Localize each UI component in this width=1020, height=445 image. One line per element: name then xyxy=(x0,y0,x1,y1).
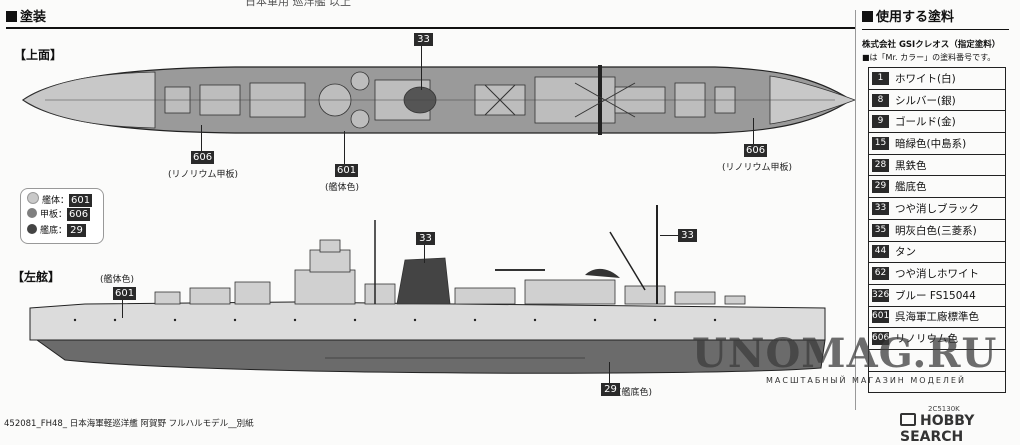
paint-row: 1 ホワイト(白) xyxy=(869,68,1005,90)
port-side-label: 【左舷】 xyxy=(12,270,61,284)
paint-name: 暗緑色(中島系) xyxy=(895,137,967,150)
paint-name: 艦底色 xyxy=(895,181,927,194)
paint-name: 明灰白色(三菱系) xyxy=(895,224,977,237)
paint-name: 黒鉄色 xyxy=(895,159,927,172)
paint-number: 44 xyxy=(872,245,889,259)
side-hull-bottom xyxy=(35,339,826,374)
paint-name: シルバー(銀) xyxy=(895,94,956,107)
callout-606-left: 606 xyxy=(191,151,215,164)
callout-601-side: 601 xyxy=(113,287,137,300)
leader-33-mast xyxy=(660,235,678,236)
watermark-subtitle: МАСШТАБНЫЙ МАГАЗИН МОДЕЛЕЙ xyxy=(766,376,966,385)
caption-hull-side: (艦体色) xyxy=(100,275,135,285)
top-view-ship-drawing xyxy=(21,65,857,135)
paint-name: タン xyxy=(895,246,916,259)
paint-name: ホワイト(白) xyxy=(895,72,956,85)
caption-606-left: (リノリウム甲板) xyxy=(168,170,239,180)
paint-number: 62 xyxy=(872,267,889,281)
caption-29-side: (艦底色) xyxy=(618,388,653,398)
paint-table: 1 ホワイト(白) 8 シルバー(銀) 9 ゴールド(金) 15 暗緑色(中島系) 28… xyxy=(868,67,1006,394)
paint-number: 601 xyxy=(872,310,890,324)
paint-name: 呉海軍工廠標準色 xyxy=(895,311,979,324)
paint-name: リノリウム色 xyxy=(895,333,958,346)
leader-606-left xyxy=(201,125,202,151)
cropped-top-text: 日本軍用 巡洋艦 以上 xyxy=(245,0,351,8)
leader-33-top xyxy=(421,46,422,90)
paint-number: 15 xyxy=(872,136,889,150)
caption-606-right: (リノリウム甲板) xyxy=(722,163,793,173)
painting-header: 塗装 xyxy=(6,10,46,26)
callout-606-right: 606 xyxy=(744,144,768,157)
leader-33-funnel xyxy=(424,245,425,263)
paint-number: 29 xyxy=(872,180,889,194)
callout-29-side: 29 xyxy=(601,383,620,396)
paint-row: 326 ブルー FS15044 xyxy=(869,285,1005,307)
paint-panel-title: 使用する塗料 xyxy=(862,10,1009,26)
small-code: 2C5130K xyxy=(928,405,960,413)
legend-deck: 甲板：606 xyxy=(27,208,91,223)
paint-name: つや消しブラック xyxy=(895,202,979,215)
paint-number: 606 xyxy=(872,332,890,346)
footer-caption: 452081_FH48_ 日本海軍軽巡洋艦 阿賀野 フルハルモデル__別紙 xyxy=(4,419,254,429)
paint-row: 601 呉海軍工廠標準色 xyxy=(869,307,1005,329)
leader-601-side xyxy=(122,300,123,318)
paint-number: 9 xyxy=(872,115,889,129)
paint-number: 1 xyxy=(872,71,889,85)
top-view-label: 【上面】 xyxy=(14,48,63,62)
leader-29-side xyxy=(609,362,610,383)
bottom-color-dot xyxy=(27,224,37,234)
paint-row: 33 つや消しブラック xyxy=(869,198,1005,220)
legend-bottom-code: 29 xyxy=(67,224,87,237)
square-bullet-icon xyxy=(6,11,17,22)
paint-row: 606 リノリウム色 xyxy=(869,328,1005,350)
paint-number: 35 xyxy=(872,223,889,237)
color-legend: 艦体：601 甲板：606 艦底：29 xyxy=(20,188,104,244)
paint-note: ■は「Mr. カラー」の塗料番号です。 xyxy=(862,53,996,62)
paint-number: 33 xyxy=(872,201,889,215)
paint-panel: 使用する塗料 株式会社 GSIクレオス（指定塗料） ■は「Mr. カラー」の塗料… xyxy=(862,10,1009,63)
caption-601-top: (艦体色) xyxy=(325,183,360,193)
side-view-ship-drawing xyxy=(29,205,826,374)
callout-33-funnel: 33 xyxy=(416,232,435,245)
paint-number: 326 xyxy=(872,288,890,302)
paint-name: つや消しホワイト xyxy=(895,268,979,281)
paint-row: 15 暗緑色(中島系) xyxy=(869,133,1005,155)
callout-33-mast: 33 xyxy=(678,229,697,242)
paint-row: 44 タン xyxy=(869,242,1005,264)
panel-title-rule xyxy=(862,29,1009,30)
callout-33-top: 33 xyxy=(414,33,433,46)
deck-color-dot xyxy=(27,208,37,218)
leader-601-top xyxy=(344,131,345,164)
paint-name: ゴールド(金) xyxy=(895,116,956,129)
hull-color-dot xyxy=(27,192,39,204)
paint-maker: 株式会社 GSIクレオス（指定塗料） xyxy=(862,40,1001,50)
watermark-text: UNOMAG.RU xyxy=(692,330,998,377)
paint-row: 35 明灰白色(三菱系) xyxy=(869,220,1005,242)
paint-name: ブルー FS15044 xyxy=(895,289,976,302)
hobby-search-logo: HOBBY SEARCH xyxy=(900,413,975,445)
paint-row: 62 つや消しホワイト xyxy=(869,263,1005,285)
square-bullet-icon xyxy=(862,11,873,22)
legend-hull: 艦体：601 xyxy=(27,192,93,207)
panel-divider xyxy=(855,10,856,410)
legend-bottom: 艦底：29 xyxy=(27,224,87,239)
legend-deck-code: 606 xyxy=(67,208,91,221)
paint-row-empty xyxy=(869,350,1005,372)
paint-row: 8 シルバー(銀) xyxy=(869,90,1005,112)
paint-row: 28 黒鉄色 xyxy=(869,155,1005,177)
paint-number: 28 xyxy=(872,158,889,172)
legend-hull-code: 601 xyxy=(69,194,93,207)
callout-601-top: 601 xyxy=(335,164,359,177)
paint-number: 8 xyxy=(872,93,889,107)
header-rule xyxy=(6,27,856,29)
camera-icon xyxy=(900,413,916,426)
leader-606-right xyxy=(753,118,754,144)
paint-row: 29 艦底色 xyxy=(869,176,1005,199)
paint-row: 9 ゴールド(金) xyxy=(869,111,1005,134)
